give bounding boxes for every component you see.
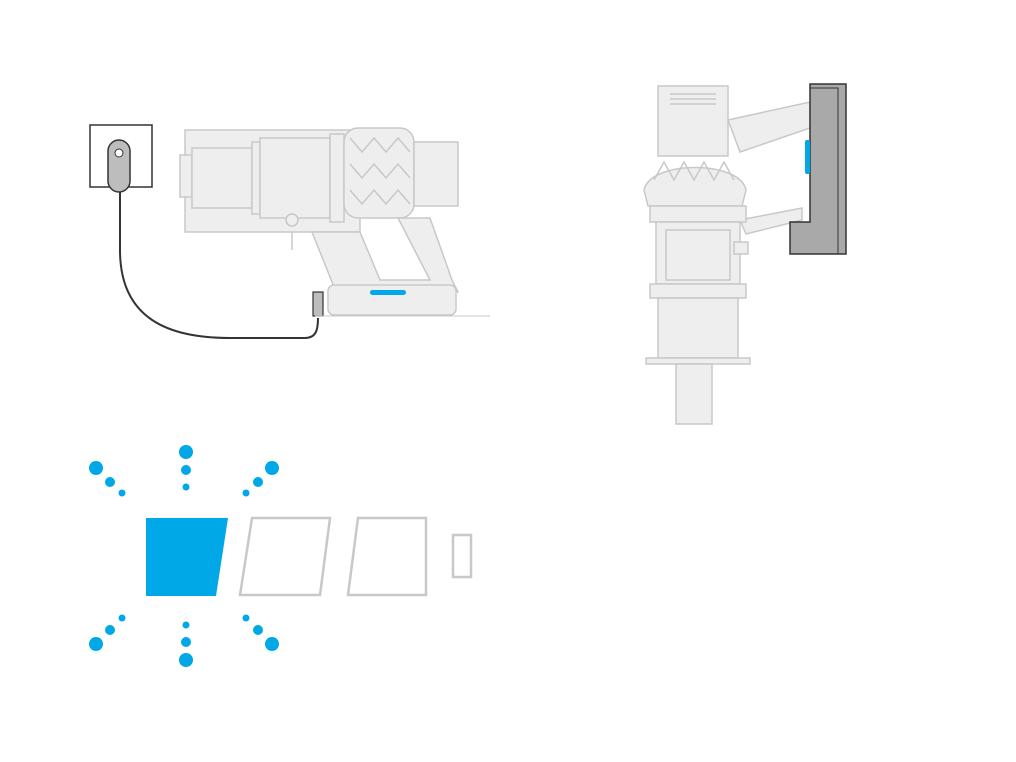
charger-plug bbox=[107, 139, 131, 193]
vacuum-side-view bbox=[179, 127, 460, 316]
charger-connector bbox=[312, 291, 324, 317]
cyclone-assembly bbox=[643, 166, 747, 207]
battery-panel bbox=[80, 440, 480, 670]
battery-segment-2 bbox=[238, 516, 332, 597]
wall-socket bbox=[89, 124, 153, 193]
battery-terminal bbox=[451, 533, 473, 579]
dock-indicator-led bbox=[805, 140, 810, 174]
charging-panel bbox=[80, 120, 500, 350]
vacuum-front-view bbox=[643, 85, 811, 425]
charger-cable bbox=[119, 192, 319, 339]
battery-segment-1 bbox=[146, 518, 228, 596]
docked-panel bbox=[630, 80, 860, 432]
charge-indicator-led bbox=[370, 290, 406, 295]
flash-rays bbox=[89, 445, 279, 667]
wall-dock bbox=[789, 83, 847, 255]
battery-segment-3 bbox=[346, 516, 428, 597]
